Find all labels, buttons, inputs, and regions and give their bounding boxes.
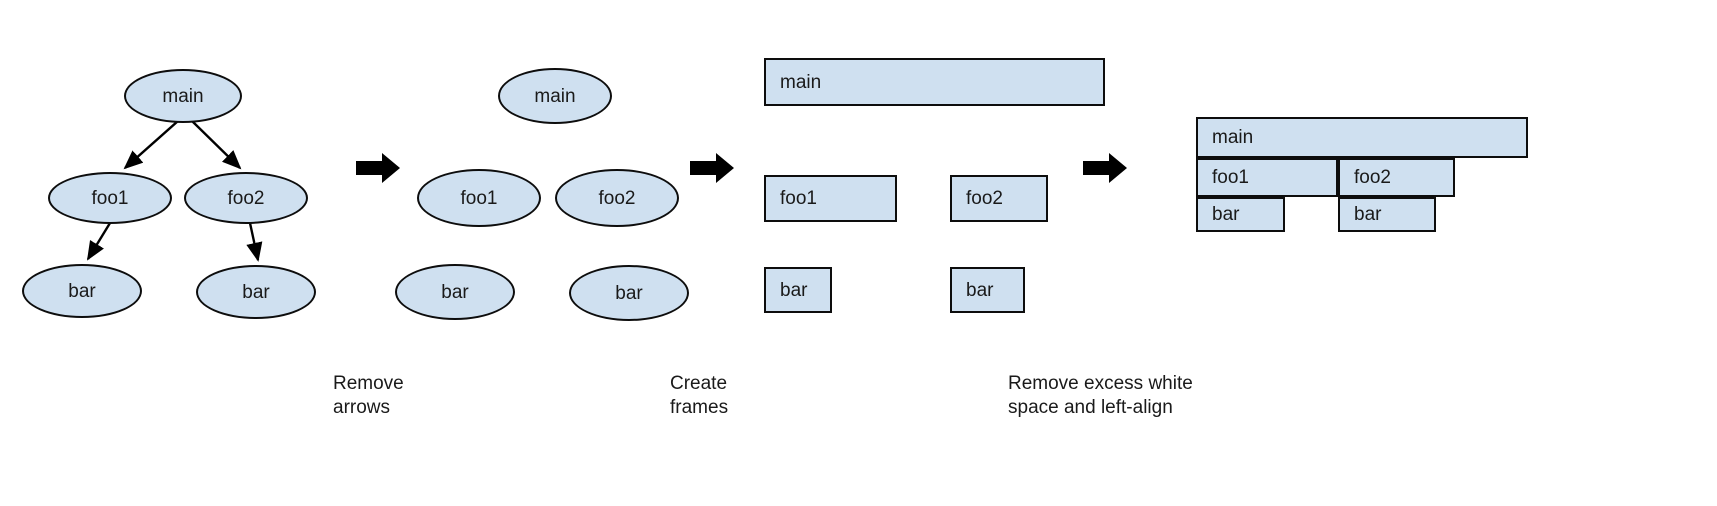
edge-foo2-to-bar2 [246,222,263,262]
step-arrow-3-icon [1083,153,1127,183]
frame-label: main [1212,127,1254,148]
node-main[interactable]: main [498,68,612,124]
node-label: main [162,85,204,107]
flame-frame-bar-left[interactable]: bar [1196,197,1285,232]
frame-label: foo2 [1354,167,1391,188]
frame-label: bar [1212,204,1240,225]
frame-bar-left[interactable]: bar [764,267,832,313]
caption-remove-arrows: Remove arrows [333,373,404,418]
frame-foo2[interactable]: foo2 [950,175,1048,222]
flame-frame-foo1[interactable]: foo1 [1196,158,1338,197]
frame-main[interactable]: main [764,58,1105,106]
node-label: bar [242,281,270,303]
step-arrow-1-icon [356,153,400,183]
node-bar-left[interactable]: bar [22,264,142,318]
frame-label: bar [1354,204,1382,225]
node-bar-right[interactable]: bar [569,265,689,321]
frame-label: foo1 [780,188,817,209]
frame-label: foo2 [966,188,1003,209]
frame-label: bar [780,279,808,301]
step-arrow-2-icon [690,153,734,183]
node-label: foo1 [91,187,129,209]
flame-frame-main[interactable]: main [1196,117,1528,158]
frame-bar-right[interactable]: bar [950,267,1025,313]
edge-foo1-to-bar1 [86,222,112,261]
flame-frame-bar-right[interactable]: bar [1338,197,1436,232]
node-foo1[interactable]: foo1 [417,169,541,227]
node-label: bar [68,280,96,302]
node-foo2[interactable]: foo2 [555,169,679,227]
flame-frame-foo2[interactable]: foo2 [1338,158,1455,197]
node-label: bar [441,281,469,303]
edge-main-to-foo1 [123,120,179,170]
node-label: foo1 [460,187,498,209]
frame-label: main [780,71,822,93]
node-label: main [534,85,576,107]
edge-main-to-foo2 [191,120,242,170]
node-bar-right[interactable]: bar [196,265,316,319]
node-main[interactable]: main [124,69,242,123]
node-foo1[interactable]: foo1 [48,172,172,224]
caption-remove-white-space: Remove excess white space and left-align [1008,373,1193,418]
frame-label: foo1 [1212,167,1249,188]
frame-label: bar [966,279,994,301]
caption-create-frames: Create frames [670,373,729,418]
node-label: foo2 [598,187,636,209]
node-label: bar [615,282,643,304]
node-bar-left[interactable]: bar [395,264,515,320]
node-label: foo2 [227,187,265,209]
node-foo2[interactable]: foo2 [184,172,308,224]
frame-foo1[interactable]: foo1 [764,175,897,222]
